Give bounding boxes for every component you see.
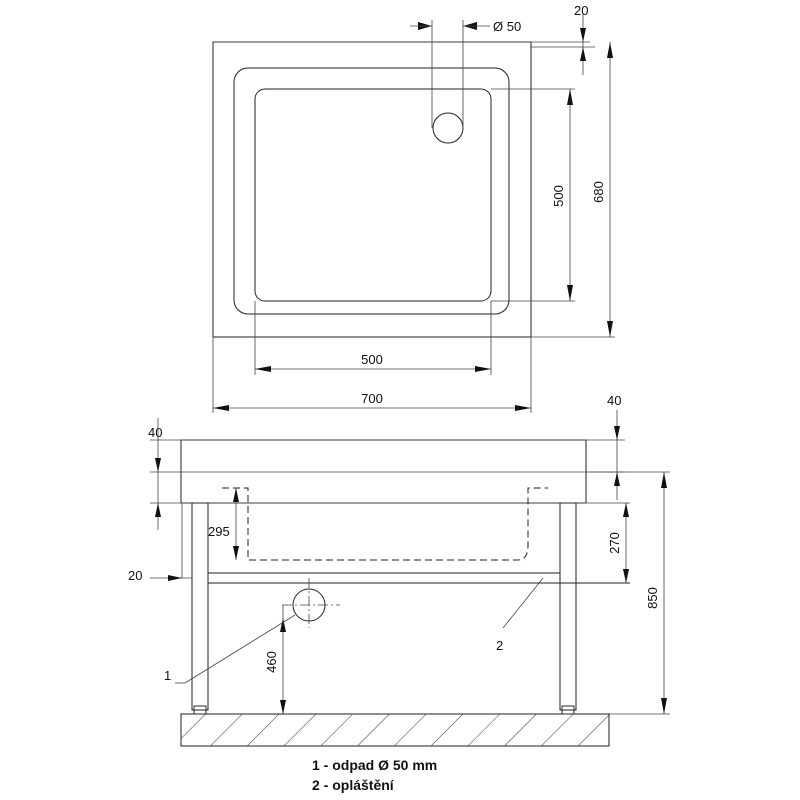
callout-1-label: 1 bbox=[164, 668, 171, 683]
dim-drain-label: Ø 50 bbox=[493, 19, 521, 34]
dim-rim-label: 20 bbox=[574, 3, 588, 18]
dim-depth-label: 680 bbox=[591, 181, 606, 203]
dim-frame-label: 20 bbox=[128, 568, 142, 583]
basin-hidden-line bbox=[222, 487, 548, 561]
dim-width-label: 700 bbox=[361, 391, 383, 406]
leg-right bbox=[559, 502, 577, 711]
top-view: Ø 50 20 680 500 500 700 bbox=[212, 3, 615, 413]
dim-top-right-label: 40 bbox=[607, 393, 621, 408]
tray-outline bbox=[212, 41, 532, 338]
dim-inner-depth-label: 500 bbox=[551, 185, 566, 207]
tray-rim bbox=[233, 67, 510, 315]
side-view: 40 40 295 20 270 bbox=[128, 393, 670, 747]
dim-drain-height-label: 460 bbox=[264, 651, 279, 673]
dim-total-height-label: 850 bbox=[645, 587, 660, 609]
dim-basin-depth-label: 295 bbox=[208, 524, 230, 539]
floor-hatch bbox=[180, 713, 610, 747]
leg-left bbox=[191, 502, 209, 711]
drain-circle bbox=[432, 112, 464, 144]
tray-basin bbox=[254, 88, 492, 302]
dim-top-left-label: 40 bbox=[148, 425, 162, 440]
dim-panel-label: 270 bbox=[607, 532, 622, 554]
legend-item-drain: 1 - odpad Ø 50 mm bbox=[312, 757, 438, 773]
dim-inner-width-label: 500 bbox=[361, 352, 383, 367]
tray-side bbox=[180, 439, 587, 504]
legend-item-cladding: 2 - opláštění bbox=[312, 777, 394, 793]
callout-2-label: 2 bbox=[496, 638, 503, 653]
